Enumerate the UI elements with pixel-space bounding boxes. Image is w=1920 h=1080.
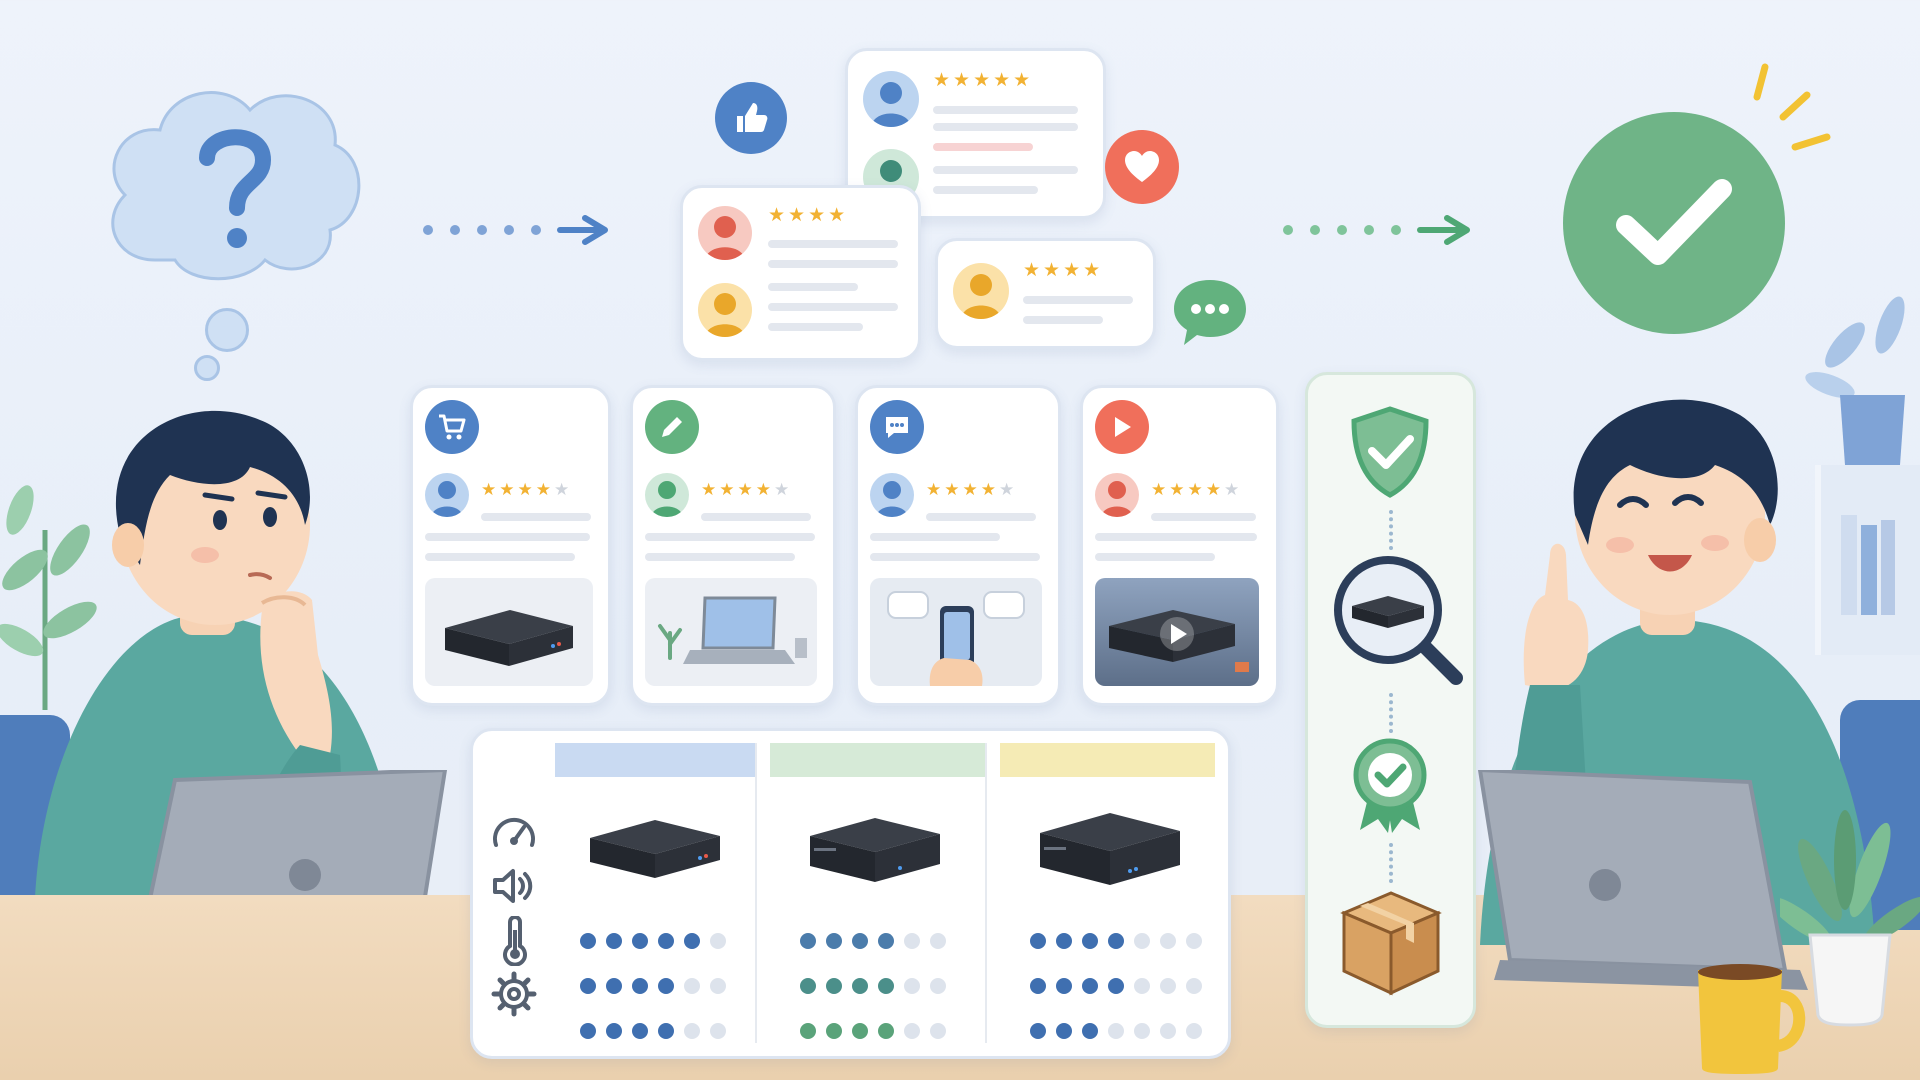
dotted-arrow-right [1280,215,1480,245]
thought-bubble-dot-small [194,355,220,381]
thermometer-icon [501,915,529,967]
score-row-3 [800,1023,946,1039]
avatar-blue [870,473,914,517]
score-row-1 [580,933,726,949]
star-rating: ★★★★ [1023,260,1104,281]
cart-icon [425,400,479,454]
plant-right-background [1805,285,1920,465]
laptop-photo [645,578,817,686]
play-icon [1095,400,1149,454]
award-badge-icon [1350,735,1430,835]
speaker-icon [491,866,537,906]
plant-left [0,430,110,710]
avatar-green [645,473,689,517]
thought-bubble [95,70,370,300]
avatar-red [698,206,752,260]
product-column-3 [1000,743,1215,1043]
column-header [555,743,755,777]
video-thumbnail [1095,578,1259,686]
gear-icon [491,971,537,1017]
star-rating: ★★★★★ [933,70,1034,91]
avatar-yellow [953,263,1009,319]
verification-column [1305,372,1476,1028]
star-rating: ★★★★★ [926,480,1018,499]
score-row-1 [800,933,946,949]
score-row-3 [1030,1023,1202,1039]
plant-right-desk [1768,810,1920,1030]
mug-right [1690,960,1815,1075]
product-column-2 [770,743,987,1043]
phone-photo [870,578,1042,686]
review-card-right: ★★★★ [935,238,1156,349]
sparkle-lines [1735,55,1845,165]
product-photo [425,578,593,686]
chat-bubble-icon [1170,275,1250,350]
avatar-red [1095,473,1139,517]
score-row-2 [1030,978,1202,994]
source-card-shop: ★★★★★ [410,385,611,706]
question-mark-icon [195,120,275,260]
magnifier-icon [1328,550,1468,690]
shield-check-icon [1348,405,1433,500]
avatar-blue [863,71,919,127]
review-card-left: ★★★★ [680,185,921,361]
thought-bubble-dot-large [205,308,249,352]
star-rating: ★★★★★ [481,480,573,499]
star-rating: ★★★★★ [1151,480,1243,499]
checkmark-icon [1563,112,1785,334]
product-column-1 [555,743,757,1043]
dotted-arrow-left [420,215,615,245]
star-rating: ★★★★ [768,205,849,226]
score-row-2 [800,978,946,994]
heart-icon [1105,130,1179,204]
bookshelf [1815,465,1920,655]
message-icon [870,400,924,454]
score-row-1 [1030,933,1202,949]
thumbs-up-icon [715,82,787,154]
star-rating: ★★★★★ [701,480,793,499]
pencil-icon [645,400,699,454]
column-header [1000,743,1215,777]
score-row-2 [580,978,726,994]
score-row-3 [580,1023,726,1039]
avatar-blue [425,473,469,517]
gauge-icon [491,811,537,853]
avatar-yellow [698,283,752,337]
package-box-icon [1336,885,1446,1000]
source-card-blog: ★★★★★ [630,385,836,706]
source-card-video: ★★★★★ [1080,385,1279,706]
comparison-table [470,728,1231,1059]
column-header [770,743,985,777]
source-card-forum: ★★★★★ [855,385,1061,706]
